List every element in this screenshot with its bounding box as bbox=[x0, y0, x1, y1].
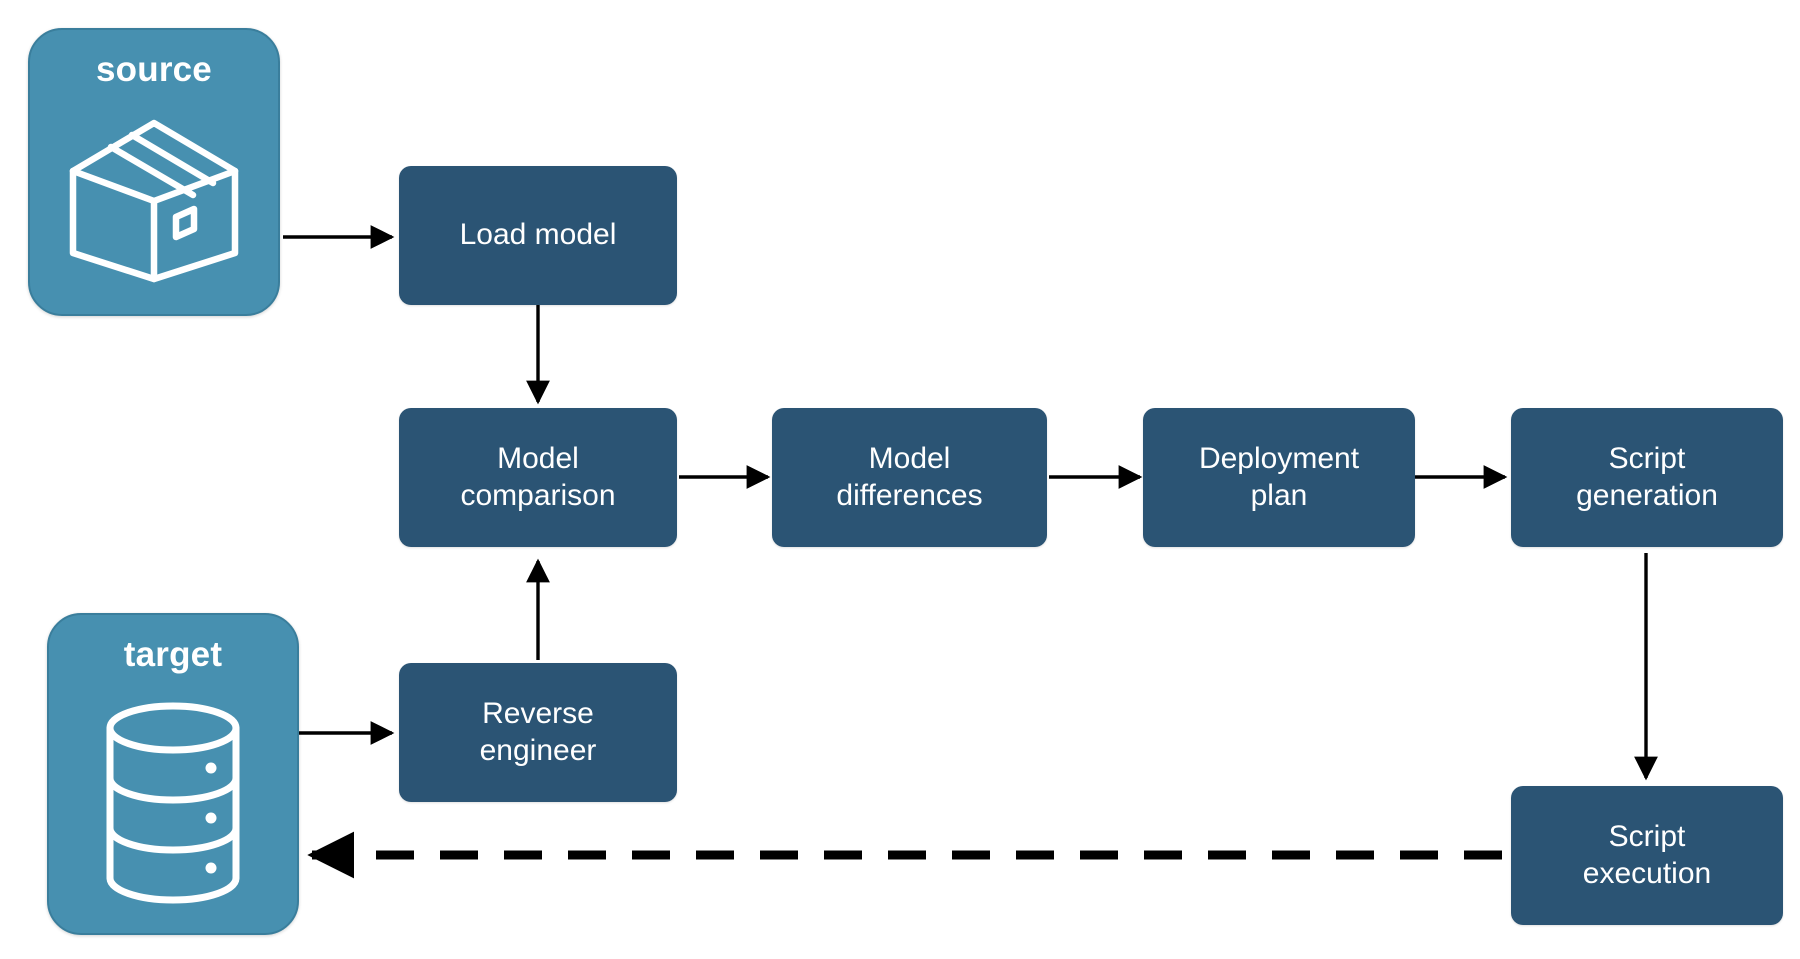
package-box-icon bbox=[30, 87, 278, 314]
process-box-model-differences[interactable]: Model differences bbox=[772, 408, 1047, 547]
process-box-model-comparison-label: Model comparison bbox=[460, 441, 616, 512]
endpoint-source-label: source bbox=[96, 50, 212, 89]
process-box-reverse-engineer[interactable]: Reverse engineer bbox=[399, 663, 677, 802]
process-box-deployment-plan[interactable]: Deployment plan bbox=[1143, 408, 1415, 547]
database-cylinder-icon bbox=[49, 672, 297, 933]
endpoint-target[interactable]: target bbox=[47, 613, 299, 935]
process-box-load-model-label: Load model bbox=[459, 218, 617, 252]
process-box-script-execution[interactable]: Script execution bbox=[1511, 786, 1783, 925]
process-box-reverse-engineer-label: Reverse engineer bbox=[479, 696, 597, 767]
process-box-load-model[interactable]: Load model bbox=[399, 166, 677, 305]
endpoint-target-label: target bbox=[123, 635, 223, 674]
process-box-script-generation[interactable]: Script generation bbox=[1511, 408, 1783, 547]
endpoint-source[interactable]: source bbox=[28, 28, 280, 316]
process-box-script-execution-label: Script execution bbox=[1582, 819, 1712, 890]
process-box-deployment-plan-label: Deployment plan bbox=[1198, 441, 1360, 512]
process-box-model-comparison[interactable]: Model comparison bbox=[399, 408, 677, 547]
process-box-script-generation-label: Script generation bbox=[1576, 441, 1718, 512]
process-box-model-differences-label: Model differences bbox=[836, 441, 983, 512]
